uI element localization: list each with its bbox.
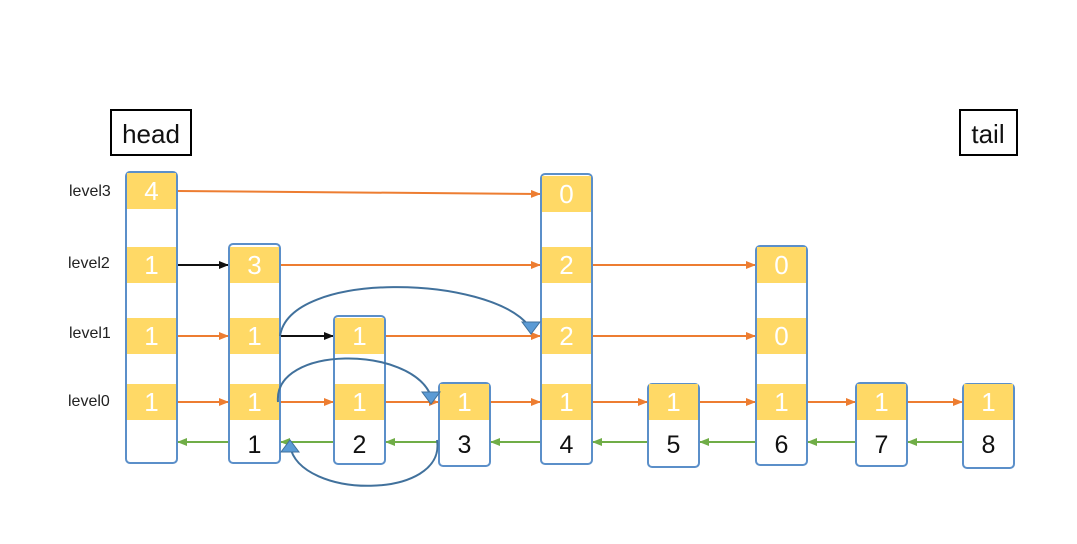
node-head: 1 1 1 4 (125, 171, 178, 464)
span-value: 1 (981, 387, 995, 417)
level-cell (542, 176, 591, 212)
level-cell (335, 384, 384, 420)
node-number: 1 (248, 431, 262, 459)
node-n7: 17 (855, 382, 908, 467)
level-cell (127, 384, 176, 420)
level-cell (127, 247, 176, 283)
node-number: 5 (667, 431, 681, 459)
span-value: 2 (559, 321, 573, 351)
forward-links (177, 189, 963, 406)
forward-pointer-arrow (177, 189, 541, 198)
level-cell (757, 247, 806, 283)
level-cell (542, 384, 591, 420)
span-value: 1 (666, 387, 680, 417)
span-value: 1 (144, 321, 158, 351)
search-curve (276, 357, 432, 403)
span-value: 0 (559, 179, 573, 209)
search-curve-arrowhead (280, 439, 300, 453)
node-n5: 15 (647, 383, 700, 468)
level-cell (757, 318, 806, 354)
node-number: 3 (458, 431, 472, 459)
node-number: 2 (353, 431, 367, 459)
span-value: 0 (774, 321, 788, 351)
level-cell (127, 318, 176, 354)
span-value: 1 (559, 387, 573, 417)
level-cell (857, 384, 906, 420)
span-value: 1 (352, 321, 366, 351)
level-cell (542, 318, 591, 354)
span-value: 1 (144, 250, 158, 280)
level-cell (335, 318, 384, 354)
span-value: 1 (874, 387, 888, 417)
span-value: 1 (247, 387, 261, 417)
node-number: 4 (560, 431, 574, 459)
search-path-curves (276, 286, 541, 487)
search-curve (289, 439, 439, 487)
level-label: level2 (68, 255, 110, 272)
level-labels: level3 level2 level1 level0 (68, 183, 111, 410)
node-number: 8 (982, 431, 996, 459)
level-cell (127, 173, 176, 209)
search-curve-arrowhead (521, 321, 541, 335)
search-curve (279, 286, 530, 337)
node-n2: 1 1 2 (333, 315, 386, 465)
node-number: 6 (775, 431, 789, 459)
span-value: 3 (247, 250, 261, 280)
node-n8: 18 (962, 383, 1015, 469)
level-cell (440, 384, 489, 420)
span-value: 1 (144, 387, 158, 417)
span-value: 4 (144, 176, 158, 206)
head-box: head (110, 109, 192, 156)
level-cell (542, 247, 591, 283)
span-value: 1 (247, 321, 261, 351)
tail-box: tail (959, 109, 1018, 156)
node-number: 7 (875, 431, 889, 459)
node-n3: 13 (438, 382, 491, 467)
level-cell (230, 318, 279, 354)
level-label: level0 (68, 393, 110, 410)
level-cell (230, 247, 279, 283)
span-value: 1 (352, 387, 366, 417)
span-value: 1 (457, 387, 471, 417)
level-label: level1 (69, 325, 111, 342)
level-cell (757, 384, 806, 420)
span-value: 1 (774, 387, 788, 417)
level-label: level3 (69, 183, 111, 200)
span-value: 0 (774, 250, 788, 280)
node-n6: 1 0 0 6 (755, 245, 808, 466)
node-n4: 1 2 2 0 4 (540, 173, 593, 465)
tail-label: tail (971, 119, 1004, 149)
node-n1: 1 1 3 1 (228, 243, 281, 464)
level-cell (649, 384, 698, 420)
head-label: head (122, 119, 180, 149)
search-curve-arrowhead (421, 391, 441, 405)
level-cell (230, 384, 279, 420)
level-cell (964, 384, 1013, 420)
span-value: 2 (559, 250, 573, 280)
